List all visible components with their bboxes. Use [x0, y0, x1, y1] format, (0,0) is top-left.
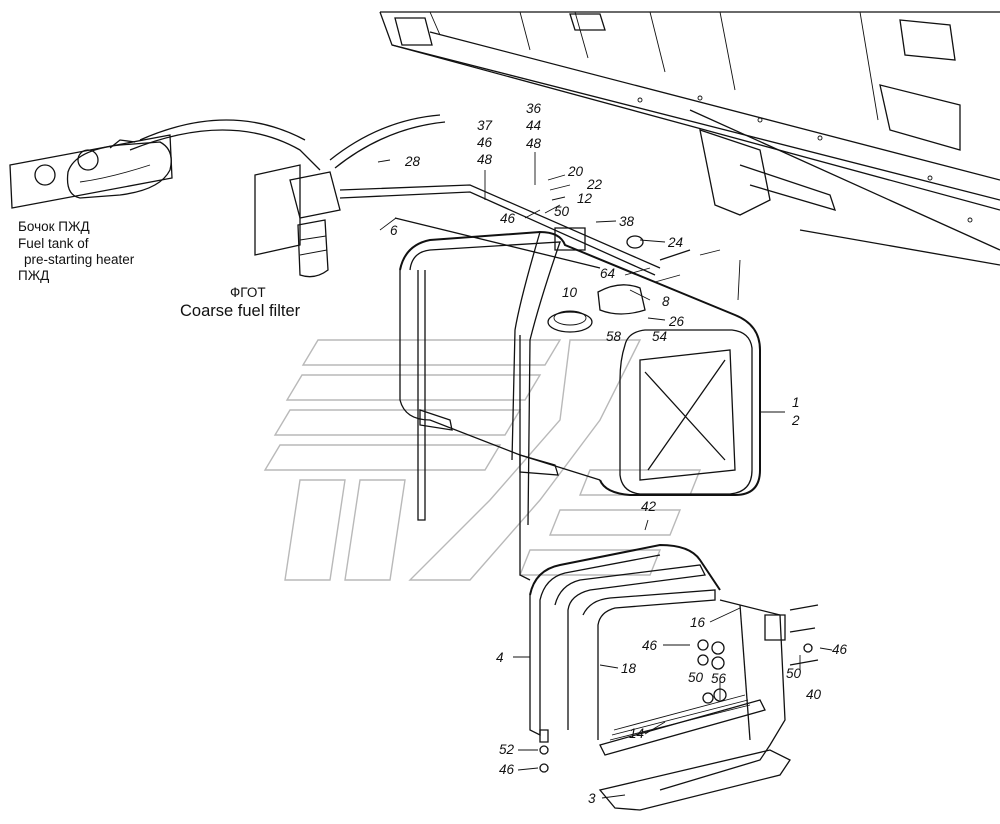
callout-28: 28: [404, 154, 421, 169]
caption-filter-en: Coarse fuel filter: [180, 302, 301, 320]
callout-3: 3: [588, 791, 596, 806]
caption-heater-tank-en-2: pre-starting heater: [24, 252, 135, 267]
callout-14: 14: [629, 726, 644, 741]
main-fuel-tank: [399, 227, 761, 581]
callouts: 36 44 48 37 46 48 28 20 22 12 50 46 38 6…: [390, 101, 848, 806]
tank-bracket-assembly: [529, 543, 819, 811]
callout-48b: 48: [477, 152, 493, 167]
callout-46b: 46: [500, 211, 516, 226]
caption-filter-ru: ФГОТ: [230, 285, 266, 300]
captions: Бочок ПЖД Fuel tank of pre-starting heat…: [18, 219, 301, 320]
callout-46c: 46: [642, 638, 658, 653]
callout-50b: 50: [688, 670, 704, 685]
callout-1: 1: [792, 395, 800, 410]
caption-heater-tank-en-1: Fuel tank of: [18, 236, 89, 251]
callout-56: 56: [711, 671, 727, 686]
caption-heater-tank-ru: Бочок ПЖД: [18, 219, 90, 234]
callout-46d: 46: [832, 642, 848, 657]
callout-18: 18: [621, 661, 637, 676]
callout-8: 8: [662, 294, 670, 309]
callout-40: 40: [806, 687, 822, 702]
callout-10: 10: [562, 285, 578, 300]
callout-6: 6: [390, 223, 398, 238]
frame-rail: [379, 11, 1000, 266]
callout-12: 12: [577, 191, 593, 206]
callout-58: 58: [606, 329, 622, 344]
heater-fuel-tank: [9, 134, 173, 209]
leader-lines: [377, 152, 833, 799]
callout-2: 2: [791, 413, 800, 428]
callout-46a: 46: [477, 135, 493, 150]
callout-24: 24: [667, 235, 683, 250]
caption-heater-tank-ru-2: ПЖД: [18, 268, 49, 283]
callout-46e: 46: [499, 762, 515, 777]
coarse-fuel-filter: [254, 164, 341, 278]
callout-26: 26: [668, 314, 685, 329]
callout-38: 38: [619, 214, 635, 229]
callout-54: 54: [652, 329, 667, 344]
callout-44: 44: [526, 118, 541, 133]
callout-16: 16: [690, 615, 706, 630]
callout-37: 37: [477, 118, 493, 133]
fuel-lines: [129, 114, 691, 276]
callout-36: 36: [526, 101, 542, 116]
callout-20: 20: [567, 164, 584, 179]
watermark-logo: [263, 339, 702, 581]
callout-48a: 48: [526, 136, 542, 151]
callout-50a: 50: [554, 204, 570, 219]
callout-42: 42: [641, 499, 657, 514]
callout-4: 4: [496, 650, 504, 665]
callout-64: 64: [600, 266, 615, 281]
callout-50c: 50: [786, 666, 802, 681]
callout-52: 52: [499, 742, 515, 757]
callout-22: 22: [586, 177, 603, 192]
